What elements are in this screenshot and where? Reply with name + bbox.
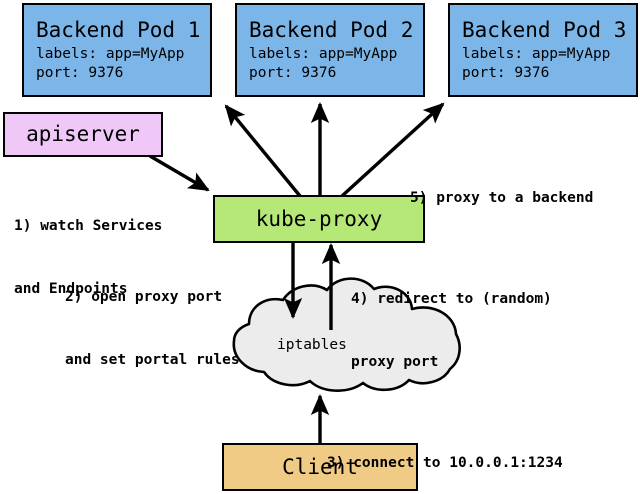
step-3-line-1: 3) connect to 10.0.0.1:1234 — [327, 455, 563, 471]
edge-kubeproxy-to-pod-3 — [340, 102, 445, 198]
step-1-label: 1) watch Services and Endpoints — [14, 174, 162, 342]
step-4-line-1: 4) redirect to (random) — [351, 291, 552, 307]
backend-pod-3-box[interactable]: Backend Pod 3 labels: app=MyApp port: 93… — [448, 3, 638, 97]
step-2-line-2: and set portal rules — [65, 352, 240, 368]
pod-1-port: port: 9376 — [36, 65, 124, 81]
step-2-line-1: 2) open proxy port — [65, 289, 223, 305]
backend-pod-2-box[interactable]: Backend Pod 2 labels: app=MyApp port: 93… — [235, 3, 425, 97]
pod-2-title: Backend Pod 2 — [249, 18, 414, 42]
step-5-label: 5) proxy to a backend — [410, 146, 593, 251]
step-1-line-1: 1) watch Services — [14, 218, 163, 234]
pod-1-title: Backend Pod 1 — [36, 18, 201, 42]
pod-2-labels: labels: app=MyApp — [249, 46, 398, 62]
pod-3-title: Backend Pod 3 — [462, 18, 627, 42]
client-label: Client — [282, 454, 358, 479]
pod-1-labels: labels: app=MyApp — [36, 46, 185, 62]
pod-2-port: port: 9376 — [249, 65, 337, 81]
step-3-label: 3) connect to 10.0.0.1:1234 — [327, 411, 563, 494]
kube-proxy-box[interactable]: kube-proxy — [213, 195, 425, 243]
edge-apiserver-to-kubeproxy — [149, 154, 210, 192]
step-1-line-2: and Endpoints — [14, 281, 128, 297]
step-4-line-2: proxy port — [351, 354, 439, 370]
apiserver-box[interactable]: apiserver — [3, 112, 163, 157]
step-4-label: 4) redirect to (random) proxy port — [351, 247, 552, 415]
apiserver-label: apiserver — [26, 122, 140, 146]
step-5-line-1: 5) proxy to a backend — [410, 190, 594, 206]
edge-kubeproxy-to-pod-1 — [224, 104, 302, 198]
kube-proxy-label: kube-proxy — [255, 206, 383, 231]
pod-3-port: port: 9376 — [462, 65, 550, 81]
step-2-label: 2) open proxy port and set portal rules — [65, 245, 240, 413]
iptables-label: iptables — [277, 337, 347, 353]
client-box[interactable]: Client — [222, 443, 418, 491]
backend-pod-1-box[interactable]: Backend Pod 1 labels: app=MyApp port: 93… — [22, 3, 212, 97]
pod-3-labels: labels: app=MyApp — [462, 46, 611, 62]
